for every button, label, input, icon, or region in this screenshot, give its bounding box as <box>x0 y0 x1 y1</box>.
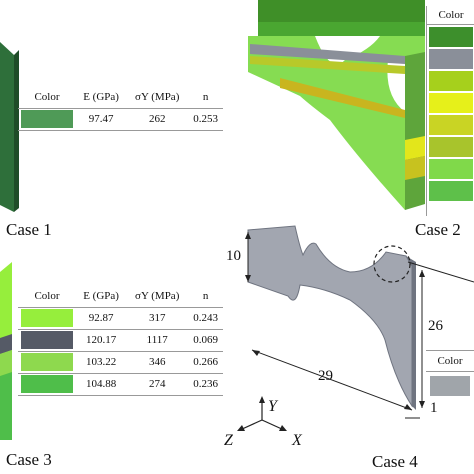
col-modulus: E (GPa) <box>76 285 127 308</box>
color-swatch <box>430 376 470 396</box>
dim-length-label: 29 <box>318 368 333 384</box>
col-n: n <box>188 285 223 308</box>
table-row: 103.22 346 0.266 <box>18 351 223 374</box>
color-swatch <box>429 115 473 135</box>
case4-side-face <box>406 256 416 410</box>
color-swatch <box>18 307 76 330</box>
case2-side-face <box>405 52 425 210</box>
case3-grey-layer <box>0 334 12 354</box>
table-row: 104.88 274 0.236 <box>18 373 223 396</box>
detail-circle <box>373 245 411 283</box>
color-swatch <box>18 351 76 374</box>
case4-specimen <box>245 225 474 419</box>
table-row: 120.17 1117 0.069 <box>18 329 223 352</box>
case3-specimen <box>0 262 12 440</box>
case2-grey-layer <box>250 44 405 64</box>
case2-light-layer <box>248 36 425 210</box>
case3-property-table: Color E (GPa) σY (MPa) n 92.87 317 0.243… <box>18 285 223 396</box>
col-color: Color <box>427 6 474 25</box>
dim-29-line <box>251 349 413 411</box>
table-row: 97.47 262 0.253 <box>18 108 223 131</box>
case4-property-table: Color <box>426 350 474 403</box>
col-yield: σY (MPa) <box>126 285 189 308</box>
color-swatch <box>18 373 76 396</box>
case1-specimen <box>0 42 19 212</box>
detail-leader-line <box>407 261 474 283</box>
x-axis-label: X <box>292 432 302 449</box>
case1-label: Case 1 <box>6 220 52 239</box>
color-swatch <box>18 329 76 352</box>
coordinate-axes <box>237 396 287 431</box>
case2-specimen <box>248 0 425 210</box>
color-swatch <box>18 108 76 131</box>
col-color: Color <box>18 86 76 109</box>
color-swatch <box>429 181 473 201</box>
color-swatch <box>429 71 473 91</box>
table-row: 92.87 317 0.243 <box>18 307 223 330</box>
col-yield: σY (MPa) <box>126 86 189 109</box>
color-swatch <box>429 49 473 69</box>
case2-label: Case 2 <box>415 220 461 239</box>
col-modulus: E (GPa) <box>76 86 127 109</box>
dim-width-label: 26 <box>428 318 443 334</box>
col-n: n <box>188 86 223 109</box>
col-color: Color <box>18 285 76 308</box>
color-swatch <box>429 27 473 47</box>
case2-top-layer <box>258 0 425 22</box>
y-axis-label: Y <box>268 398 277 415</box>
color-swatch <box>429 137 473 157</box>
z-axis-label: Z <box>224 432 233 449</box>
case1-front-face <box>0 42 14 212</box>
case3-label: Case 3 <box>6 450 52 469</box>
dim-thickness-label: 1 <box>430 400 438 416</box>
case1-side-face <box>14 50 19 212</box>
case1-property-table: Color E (GPa) σY (MPa) n 97.47 262 0.253 <box>18 86 223 131</box>
dim-height-label: 10 <box>226 248 241 264</box>
color-swatch <box>429 159 473 179</box>
color-swatch <box>429 93 473 113</box>
col-color: Color <box>426 351 474 372</box>
case2-property-table: Color <box>426 6 474 216</box>
case4-label: Case 4 <box>372 452 418 471</box>
